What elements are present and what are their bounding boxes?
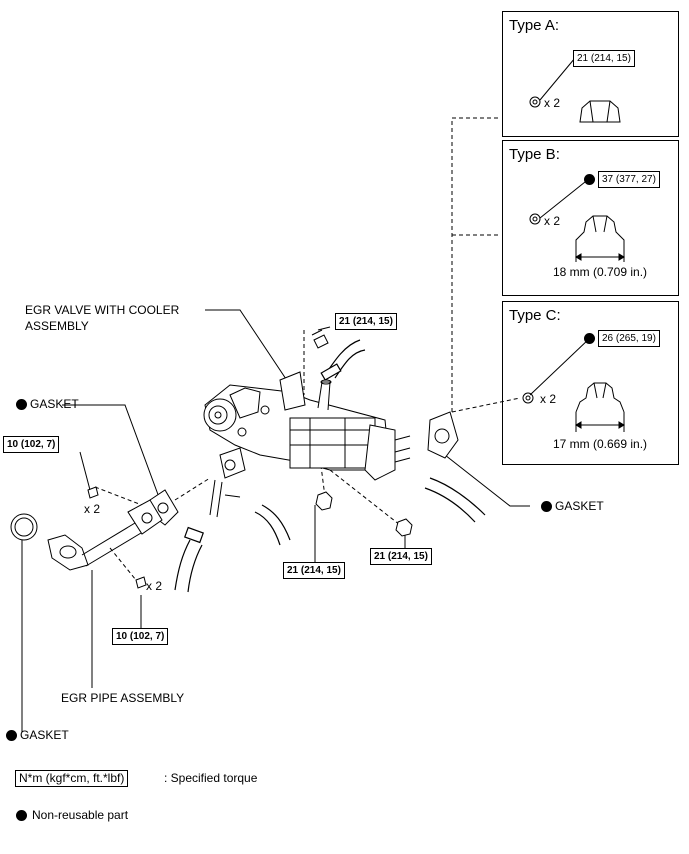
torque-left-bolts: 10 (102, 7)	[3, 436, 60, 453]
gasket-bottom-label: GASKET	[20, 728, 69, 742]
type-c-small-nut	[522, 392, 534, 404]
torque-lower-bolts: 10 (102, 7)	[112, 628, 169, 645]
type-b-torque: 37 (377, 27)	[598, 171, 660, 188]
leader-left-torque	[79, 451, 91, 491]
leader-type-a	[539, 57, 576, 101]
egr-pipe	[47, 499, 163, 571]
type-c-title: Type C:	[509, 307, 561, 324]
type-b-nonreusable-dot	[584, 174, 595, 185]
type-c-qty: x 2	[540, 392, 557, 406]
egr-cooler	[289, 417, 376, 469]
type-c-nut-detail	[522, 382, 625, 432]
hose-right	[429, 477, 486, 516]
leader-type-b	[539, 177, 591, 219]
leader-gasket-right	[444, 454, 530, 507]
leader-egr-valve	[205, 309, 291, 386]
hoses	[174, 339, 486, 593]
type-b-nut-detail	[529, 213, 625, 262]
gasket-ring-bottom	[10, 513, 38, 541]
egr-actuator	[203, 398, 237, 432]
nut-center	[315, 491, 333, 511]
gasket-right-dot	[541, 501, 552, 512]
legend-torque-desc: : Specified torque	[164, 771, 258, 785]
guide-type-c-nut	[451, 397, 521, 413]
hose-lower-mid	[254, 511, 281, 546]
egr-valve-label-line2: ASSEMBLY	[25, 319, 89, 333]
gasket-right-label: GASKET	[555, 499, 604, 513]
egr-pipe-label: EGR PIPE ASSEMBLY	[61, 691, 185, 705]
type-a-small-nut	[529, 96, 541, 108]
type-c-dimension: 17 mm (0.669 in.)	[553, 437, 648, 451]
type-b-qty: x 2	[544, 214, 561, 228]
type-b-title: Type B:	[509, 146, 560, 163]
type-a-qty: x 2	[544, 96, 561, 110]
bolt-top	[311, 329, 329, 349]
type-c-nut-profile	[575, 382, 625, 413]
gasket-right-shape	[427, 411, 459, 459]
guide-nut-right	[329, 469, 401, 526]
guide-gasket-left	[174, 477, 211, 501]
type-c-torque: 26 (265, 19)	[598, 330, 660, 347]
gasket-bottom-dot	[6, 730, 17, 741]
leader-gasket-left	[62, 404, 161, 501]
leader-lines	[21, 57, 591, 732]
qty-lower-bolts: x 2	[146, 579, 163, 593]
type-b-dimension: 18 mm (0.709 in.)	[553, 265, 648, 279]
torque-nut-right: 21 (214, 15)	[370, 548, 432, 565]
legend-nonreusable-dot	[16, 810, 27, 821]
type-a-torque: 21 (214, 15)	[573, 50, 635, 67]
type-a-panel	[502, 11, 679, 137]
bolt-lower	[135, 576, 147, 589]
torque-top-bolt: 21 (214, 15)	[335, 313, 397, 330]
type-b-nut-profile	[575, 215, 625, 250]
gasket-left-dot	[16, 399, 27, 410]
hose-lower-left	[174, 539, 191, 591]
qty-left-bolts: x 2	[84, 502, 101, 516]
type-c-panel	[502, 301, 679, 465]
guide-type-panels	[451, 117, 500, 412]
gasket-left-label: GASKET	[30, 397, 79, 411]
type-b-small-nut	[529, 213, 541, 225]
leader-top-torque	[317, 326, 331, 331]
legend-torque-units: N*m (kgf*cm, ft.*lbf)	[15, 770, 129, 787]
torque-nut-center: 21 (214, 15)	[283, 562, 345, 579]
guide-lower-bolt	[109, 547, 141, 586]
type-b-panel	[502, 140, 679, 296]
legend-nonreusable-text: Non-reusable part	[32, 808, 129, 822]
egr-valve-body	[203, 371, 411, 518]
type-a-nut-detail	[529, 96, 621, 123]
type-c-nonreusable-dot	[584, 333, 595, 344]
leader-type-c	[529, 337, 591, 396]
egr-valve-label-line1: EGR VALVE WITH COOLER	[25, 303, 180, 317]
type-a-title: Type A:	[509, 17, 560, 34]
fasteners	[87, 329, 413, 589]
nut-right	[395, 518, 413, 537]
bolt-left	[87, 486, 99, 499]
